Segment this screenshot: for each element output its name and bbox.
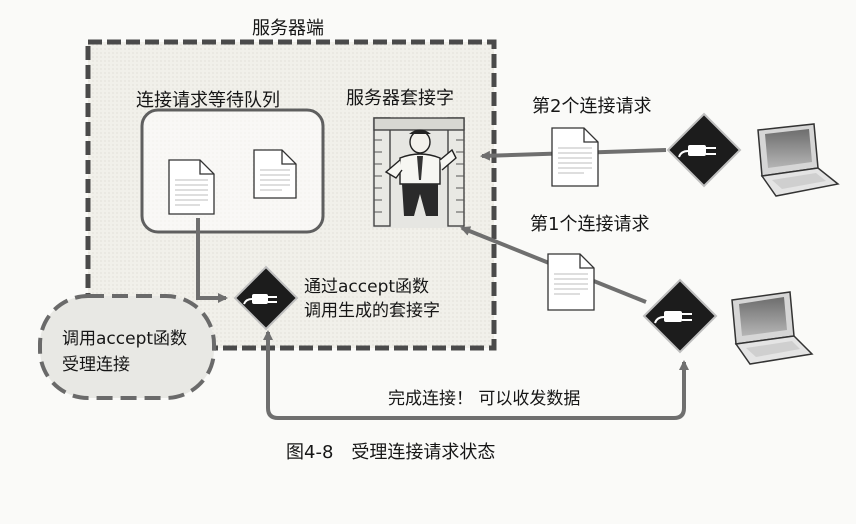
request-1-label: 第1个连接请求: [530, 214, 650, 235]
connection-complete-arrow: [266, 338, 689, 420]
accept-call-label-line2: 受理连接: [62, 355, 130, 375]
figure-caption: 图4-8 受理连接请求状态: [286, 442, 496, 463]
server-border: [85, 39, 497, 351]
request-2-label: 第2个连接请求: [532, 96, 652, 117]
client-1-plug-icon: [642, 278, 718, 354]
accepted-socket-plug-icon: [233, 265, 299, 331]
request-1-document: [547, 253, 595, 311]
completion-label: 完成连接！ 可以收发数据: [388, 389, 581, 409]
queued-request-document-2: [253, 149, 297, 199]
server-side-title: 服务器端: [252, 18, 324, 39]
waiting-queue-label: 连接请求等待队列: [136, 90, 280, 111]
server-socket-label: 服务器套接字: [346, 88, 454, 109]
request-2-document: [551, 127, 599, 187]
client-2-laptop-icon: [757, 123, 840, 197]
client-1-laptop-icon: [731, 291, 814, 365]
client-2-plug-icon: [666, 112, 742, 188]
server-socket-doorman-icon: [372, 117, 465, 228]
queued-request-document-1: [168, 159, 215, 215]
queue-to-accept-arrow: [196, 218, 228, 303]
accept-call-callout: [38, 294, 216, 400]
accept-call-label-line1: 调用accept函数: [62, 329, 188, 349]
accepted-socket-label-line2: 调用生成的套接字: [304, 301, 440, 321]
accepted-socket-label-line1: 通过accept函数: [304, 277, 430, 297]
